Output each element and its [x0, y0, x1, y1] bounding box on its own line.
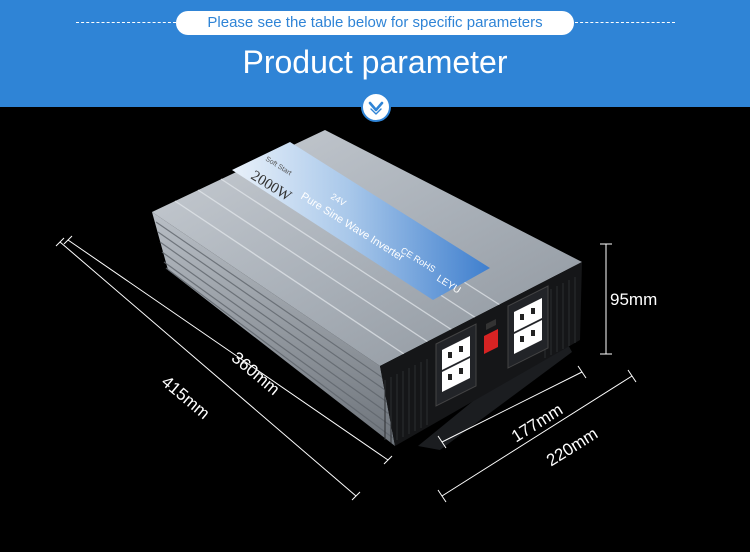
dimension-height: 95mm [610, 290, 658, 309]
dashed-line-left [76, 22, 176, 23]
dashed-line-right [575, 22, 675, 23]
banner-subtitle: Please see the table below for specific … [176, 11, 574, 35]
dimension-lines [55, 235, 637, 503]
ac-socket-left [435, 323, 477, 407]
chevron-down-circle-icon[interactable] [361, 92, 391, 122]
page-title: Product parameter [242, 44, 508, 80]
header-banner: Please see the table below for specific … [0, 0, 750, 107]
side-ribs [155, 221, 394, 439]
power-switch [484, 319, 498, 354]
ac-socket-right [507, 285, 549, 369]
product-label [232, 142, 490, 300]
